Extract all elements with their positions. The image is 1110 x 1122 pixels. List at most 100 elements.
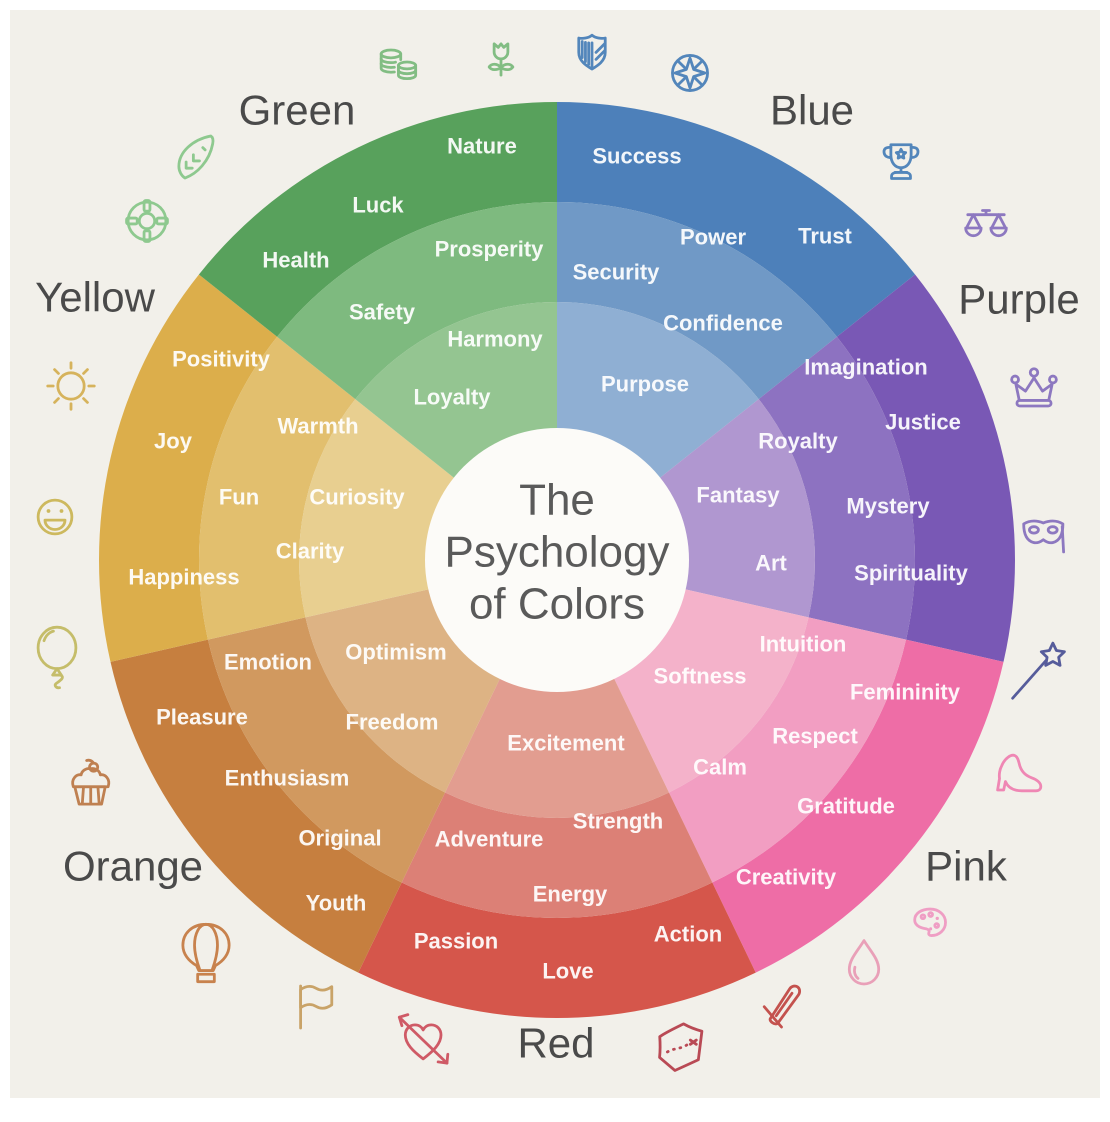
word-youth: Youth xyxy=(306,891,367,916)
word-love: Love xyxy=(542,959,593,984)
word-confidence: Confidence xyxy=(663,311,783,336)
word-success: Success xyxy=(592,144,681,169)
word-energy: Energy xyxy=(533,882,608,907)
word-harmony: Harmony xyxy=(447,327,543,352)
label-red: Red xyxy=(517,1020,594,1067)
segment-yellow-inner-band xyxy=(298,399,464,618)
water-drop-icon xyxy=(847,939,881,986)
label-orange: Orange xyxy=(63,843,203,890)
magic-wand-icon xyxy=(1011,641,1066,700)
sword-icon xyxy=(762,984,802,1029)
segment-blue-outer-band xyxy=(557,102,916,337)
word-gratitude: Gratitude xyxy=(797,794,895,819)
segment-pink xyxy=(609,586,1004,973)
center-title-line-2: Psychology xyxy=(444,528,669,577)
segment-green-outer-band xyxy=(198,102,558,337)
word-nature: Nature xyxy=(447,134,517,159)
segment-yellow xyxy=(99,274,464,662)
segment-yellow-middle-band xyxy=(199,336,356,640)
word-creativity: Creativity xyxy=(736,865,837,890)
crown-icon xyxy=(1010,367,1058,408)
word-softness: Softness xyxy=(654,664,747,689)
word-fun: Fun xyxy=(219,485,259,510)
segment-green-middle-band xyxy=(277,202,557,400)
word-justice: Justice xyxy=(885,410,961,435)
word-adventure: Adventure xyxy=(435,827,544,852)
hot-air-balloon-icon xyxy=(181,922,231,984)
smiley-icon xyxy=(36,498,74,536)
word-pleasure: Pleasure xyxy=(156,705,248,730)
sun-icon xyxy=(46,361,96,411)
tulip-icon xyxy=(487,42,515,77)
word-curiosity: Curiosity xyxy=(309,485,405,510)
lifebuoy-icon xyxy=(125,199,169,243)
treasure-map-icon xyxy=(658,1022,704,1072)
word-action: Action xyxy=(654,922,722,947)
segment-red-inner-band xyxy=(445,668,669,818)
party-balloon-icon xyxy=(36,625,78,690)
segment-blue-middle-band xyxy=(557,202,837,400)
segment-purple-outer-band xyxy=(836,274,1015,662)
word-royalty: Royalty xyxy=(758,429,838,454)
palette-icon xyxy=(913,907,947,937)
word-strength: Strength xyxy=(573,809,663,834)
label-green: Green xyxy=(239,87,356,134)
word-femininity: Femininity xyxy=(850,680,961,705)
word-trust: Trust xyxy=(798,224,852,249)
word-mystery: Mystery xyxy=(846,494,930,519)
word-enthusiasm: Enthusiasm xyxy=(225,766,350,791)
heart-arrow-icon xyxy=(397,1013,450,1065)
segment-pink-outer-band xyxy=(712,639,1004,973)
word-power: Power xyxy=(680,225,746,250)
word-prosperity: Prosperity xyxy=(435,237,545,262)
label-pink: Pink xyxy=(925,843,1008,890)
mask-icon xyxy=(1022,519,1065,554)
word-calm: Calm xyxy=(693,755,747,780)
segment-yellow-outer-band xyxy=(99,274,278,662)
segment-red xyxy=(358,668,756,1018)
center-circle xyxy=(425,428,689,692)
word-imagination: Imagination xyxy=(804,355,927,380)
scales-icon xyxy=(964,209,1008,238)
word-security: Security xyxy=(573,260,661,285)
word-original: Original xyxy=(298,826,381,851)
segment-purple-inner-band xyxy=(650,399,815,618)
label-blue: Blue xyxy=(770,87,854,134)
center-title-line-3: of Colors xyxy=(469,580,645,629)
word-passion: Passion xyxy=(414,929,498,954)
segment-red-outer-band xyxy=(358,882,756,1018)
label-purple: Purple xyxy=(958,276,1079,323)
segment-red-middle-band xyxy=(401,792,713,918)
shield-icon xyxy=(577,33,607,71)
word-luck: Luck xyxy=(352,193,404,218)
flag-icon xyxy=(299,984,334,1030)
label-yellow: Yellow xyxy=(35,274,156,321)
word-loyalty: Loyalty xyxy=(413,385,491,410)
trophy-icon xyxy=(882,143,920,180)
center-title-line-1: The xyxy=(519,476,595,525)
word-spirituality: Spirituality xyxy=(854,561,968,586)
coins-icon xyxy=(379,48,418,81)
word-happiness: Happiness xyxy=(128,565,239,590)
segment-pink-middle-band xyxy=(668,617,907,883)
word-joy: Joy xyxy=(154,429,193,454)
leaf-icon xyxy=(177,134,215,180)
segment-purple-middle-band xyxy=(758,336,915,640)
word-purpose: Purpose xyxy=(601,372,689,397)
segment-orange-middle-band xyxy=(207,617,446,883)
word-respect: Respect xyxy=(772,724,858,749)
word-emotion: Emotion xyxy=(224,650,312,675)
word-clarity: Clarity xyxy=(276,539,345,564)
high-heel-icon xyxy=(996,753,1043,793)
word-art: Art xyxy=(755,551,787,576)
word-positivity: Positivity xyxy=(172,347,271,372)
word-warmth: Warmth xyxy=(277,414,358,439)
word-optimism: Optimism xyxy=(345,640,446,665)
cupcake-icon xyxy=(71,758,111,806)
word-safety: Safety xyxy=(349,300,416,325)
word-health: Health xyxy=(262,248,329,273)
segment-orange-outer-band xyxy=(110,639,402,973)
